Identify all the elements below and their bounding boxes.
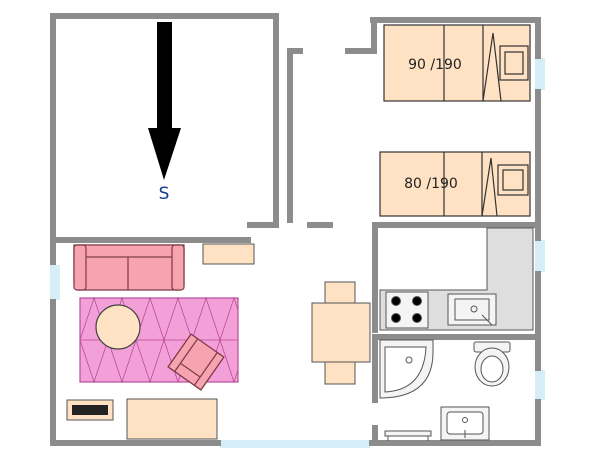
sofa-back xyxy=(73,244,185,258)
low-cabinet xyxy=(126,398,218,440)
bed-small-blanket-fold xyxy=(481,157,498,217)
bed-large-pillow-inner xyxy=(504,51,524,75)
sofa-arm-left xyxy=(73,244,87,291)
kitchen-sink-drain xyxy=(470,305,478,313)
window-left xyxy=(50,265,60,300)
toilet xyxy=(473,341,511,387)
bed-small-pillow-inner xyxy=(502,169,524,191)
dining-table xyxy=(311,302,371,363)
window-right-bottom xyxy=(535,370,545,400)
walls xyxy=(50,13,541,446)
compass-arrow xyxy=(148,22,181,180)
corner-bathtub xyxy=(379,339,434,399)
sideboard xyxy=(202,243,255,265)
cooktop xyxy=(385,291,429,329)
arrow-shaft xyxy=(157,22,172,130)
kitchen-counter xyxy=(379,227,534,331)
windows xyxy=(50,58,545,448)
bed-small xyxy=(379,151,531,217)
toilet-seat xyxy=(480,355,504,383)
window-bottom xyxy=(220,440,370,448)
dining-set xyxy=(311,281,371,385)
window-right-middle xyxy=(535,240,545,272)
burner-1 xyxy=(391,296,401,306)
tv-screen xyxy=(72,405,108,415)
bed-large xyxy=(383,24,531,102)
bed-large-pillow xyxy=(499,45,529,81)
kitchen-faucet xyxy=(481,314,493,326)
bathtub-drain xyxy=(405,356,413,364)
burner-4 xyxy=(412,313,422,323)
dining-chair-bottom xyxy=(324,361,356,385)
sofa xyxy=(73,244,185,291)
washbasin xyxy=(440,406,490,441)
bathtub-inner xyxy=(384,346,427,393)
arrow-head xyxy=(148,128,181,180)
burner-2 xyxy=(412,296,422,306)
bed-small-label: 80 /190 xyxy=(404,176,458,192)
armchair xyxy=(167,333,225,391)
towel-rail xyxy=(384,430,432,441)
round-table xyxy=(95,304,141,350)
towel-rail-bar xyxy=(384,430,432,437)
burner-3 xyxy=(391,313,401,323)
armchair-arm-right xyxy=(193,351,225,391)
kitchen-sink-basin xyxy=(454,298,490,321)
compass-label: S xyxy=(159,184,170,204)
dining-chair-top xyxy=(324,281,356,305)
bed-large-label: 90 /190 xyxy=(408,57,462,73)
washbasin-drain xyxy=(462,417,468,423)
armchair-arm-left xyxy=(167,333,199,373)
bed-large-blanket-fold xyxy=(482,32,502,102)
window-right-top xyxy=(535,58,545,90)
sofa-arm-right xyxy=(171,244,185,291)
